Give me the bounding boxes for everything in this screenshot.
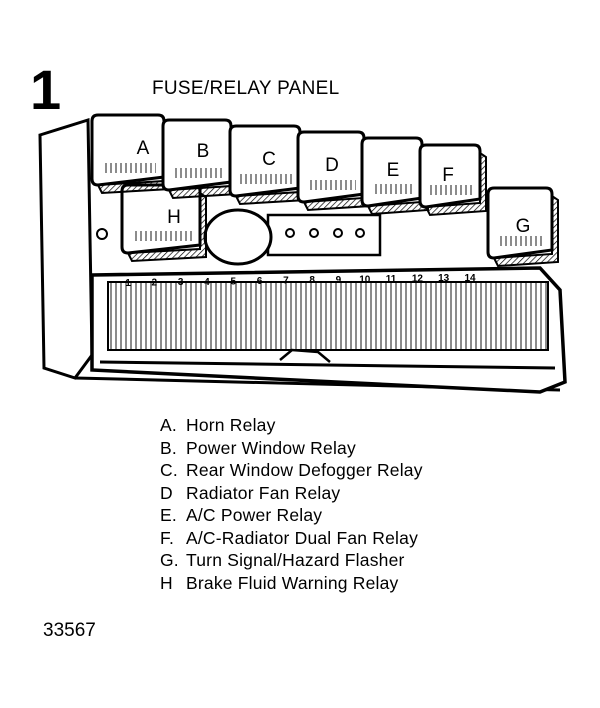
legend-text: A/C Power Relay <box>186 505 323 525</box>
legend-item: E. A/C Power Relay <box>160 504 423 527</box>
legend-text: Turn Signal/Hazard Flasher <box>186 550 405 570</box>
fuse-block <box>90 266 567 394</box>
relay-h: H <box>120 183 207 263</box>
panel-title: FUSE/RELAY PANEL <box>152 78 340 99</box>
legend-text: Horn Relay <box>186 415 276 435</box>
legend-key: H <box>160 572 173 593</box>
legend-item: D Radiator Fan Relay <box>160 482 423 505</box>
legend-item: F. A/C-Radiator Dual Fan Relay <box>160 527 423 550</box>
legend-key: D <box>160 482 173 503</box>
relay-label-e: E <box>387 160 400 181</box>
legend-key: B. <box>160 437 177 458</box>
relay-label-a: A <box>137 138 150 159</box>
legend-text: Radiator Fan Relay <box>186 482 341 503</box>
relay-b: B <box>161 118 238 200</box>
fuse-number: 8 <box>309 275 315 286</box>
legend-text: Power Window Relay <box>186 437 356 458</box>
mounting-hole <box>96 228 108 240</box>
relay-label-h: H <box>167 207 181 228</box>
fuse-number: 1 <box>125 278 131 289</box>
fuse-number: 4 <box>204 277 210 288</box>
legend-key: A. <box>160 415 177 435</box>
fuse-number: 11 <box>386 274 397 285</box>
relay-g: G <box>486 186 559 268</box>
relay-label-c: C <box>262 149 276 170</box>
legend-text: Rear Window Defogger Relay <box>186 460 423 480</box>
fuse-number: 7 <box>283 276 289 287</box>
legend-key: G. <box>160 550 179 570</box>
relay-a: A <box>90 113 171 195</box>
relay-f: F <box>418 143 487 217</box>
connector-pins <box>285 228 365 238</box>
fuse-number: 10 <box>359 274 371 285</box>
relay-label-g: G <box>516 216 531 237</box>
relay-group: H A B C D E F G <box>90 113 559 268</box>
fuse-number: 13 <box>438 273 450 284</box>
relay-label-d: D <box>325 155 339 176</box>
fuse-number: 2 <box>152 278 158 289</box>
round-component <box>203 208 273 266</box>
fuse-number: 5 <box>230 276 236 287</box>
fuse-number: 12 <box>412 274 424 285</box>
relay-label-b: B <box>197 141 210 162</box>
legend-text: A/C-Radiator Dual Fan Relay <box>186 527 419 548</box>
relay-e: E <box>360 136 429 216</box>
legend-item: C. Rear Window Defogger Relay <box>160 459 423 482</box>
relay-c: C <box>228 124 307 206</box>
fuse-number: 3 <box>178 277 184 288</box>
fuse-number: 9 <box>336 275 342 286</box>
legend-item: A. Horn Relay <box>160 414 423 437</box>
legend-key: C. <box>160 460 178 480</box>
relay-label-f: F <box>442 165 454 186</box>
fuse-number: 6 <box>257 276 263 287</box>
legend-item: B. Power Window Relay <box>160 437 423 460</box>
figure-number: 1 <box>30 58 62 121</box>
legend-text: Brake Fluid Warning Relay <box>186 572 399 593</box>
figure-id: 33567 <box>43 620 96 641</box>
legend-item: G. Turn Signal/Hazard Flasher <box>160 549 423 572</box>
legend-item: H Brake Fluid Warning Relay <box>160 572 423 595</box>
legend-key: E. <box>160 505 177 525</box>
legend-key: F. <box>160 527 175 548</box>
fuse-number: 14 <box>464 273 476 284</box>
relay-d: D <box>296 130 371 212</box>
